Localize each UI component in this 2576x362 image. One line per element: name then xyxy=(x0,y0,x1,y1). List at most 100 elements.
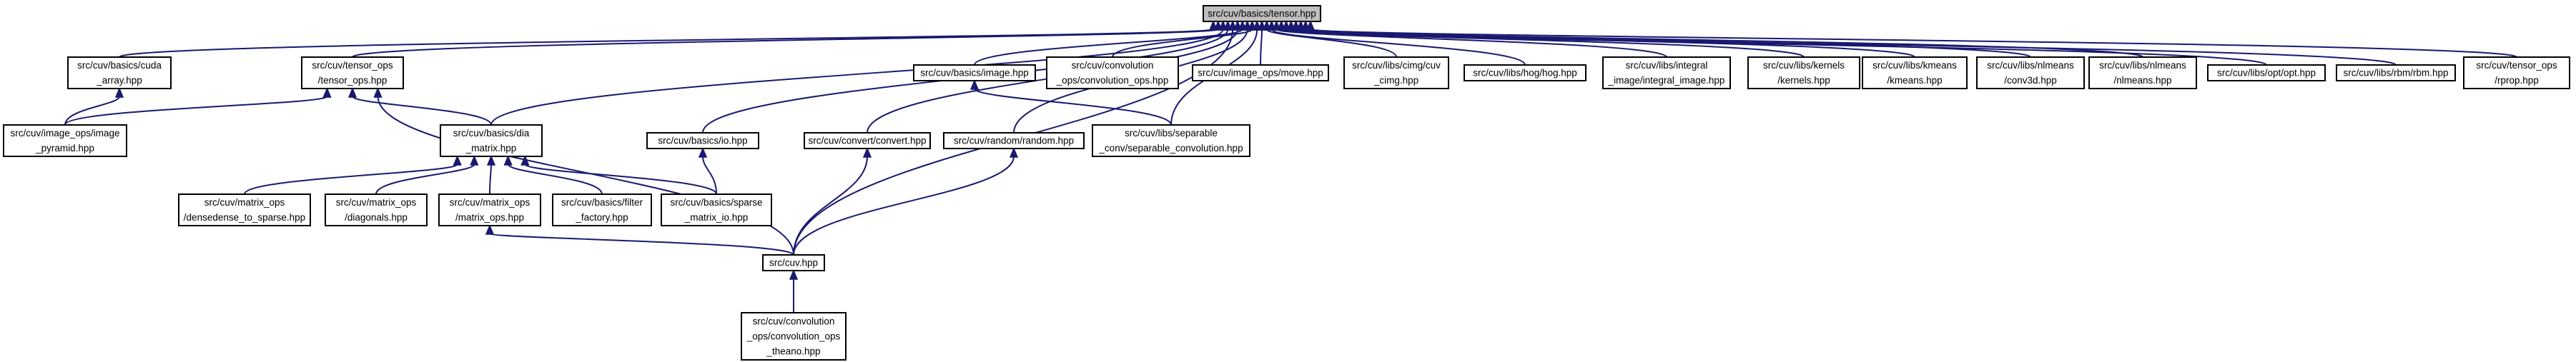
node-rprop[interactable]: src/cuv/tensor_ops/rprop.hpp xyxy=(2463,56,2570,89)
node-matrix-ops[interactable]: src/cuv/matrix_ops/matrix_ops.hpp xyxy=(438,193,541,226)
node-move[interactable]: src/cuv/image_ops/move.hpp xyxy=(1192,64,1329,81)
node-separable-convolution[interactable]: src/cuv/libs/separable _conv/separable_co… xyxy=(1092,124,1250,157)
edge-diagonals-to-dia_matrix xyxy=(375,155,479,195)
node-box xyxy=(646,132,759,149)
node-io[interactable]: src/cuv/basics/io.hpp xyxy=(646,132,759,149)
node-box xyxy=(1602,56,1731,89)
edge-convolution_ops_theano-to-cuv xyxy=(789,269,799,313)
node-label-line: src/cuv/libs/integral xyxy=(1626,60,1708,71)
node-nlmeans[interactable]: src/cuv/libs/nlmeans/nlmeans.hpp xyxy=(2088,56,2197,89)
node-diagonals[interactable]: src/cuv/matrix_ops/diagonals.hpp xyxy=(325,193,428,226)
node-label-line: src/cuv/convert/convert.hpp xyxy=(808,136,926,146)
node-box xyxy=(2463,56,2570,89)
node-label-line: /nlmeans.hpp xyxy=(2113,75,2171,86)
node-label-line: src/cuv/libs/kernels xyxy=(1763,60,1845,71)
node-box xyxy=(1862,56,1968,89)
node-label-line: src/cuv/libs/nlmeans xyxy=(2099,60,2186,71)
node-label-line: src/cuv/convolution xyxy=(753,316,835,327)
edge-image-to-tensor xyxy=(974,20,1247,66)
node-label-line: src/cuv/libs/separable xyxy=(1125,128,1218,139)
node-tensor[interactable]: src/cuv/basics/tensor.hpp xyxy=(1203,5,1321,22)
node-label-line: src/cuv/matrix_ops xyxy=(204,197,285,208)
node-box xyxy=(1976,56,2085,89)
node-label-line: src/cuv/random/random.hpp xyxy=(954,136,1074,146)
node-label-line: src/cuv/basics/tensor.hpp xyxy=(1208,9,1316,19)
node-label-line: _image/integral_image.hpp xyxy=(1608,75,1725,86)
node-label-line: _ops/convolution_ops.hpp xyxy=(1056,75,1169,86)
node-image-pyramid[interactable]: src/cuv/image_ops/image _pyramid.hpp xyxy=(3,124,127,157)
edge-matrix_ops-to-dia_matrix xyxy=(486,155,496,195)
node-densedense-to-sparse[interactable]: src/cuv/matrix_ops/densedense_to_sparse.… xyxy=(178,193,311,226)
edge-sparse_matrix_io-to-io xyxy=(698,147,717,195)
node-sparse-matrix-io[interactable]: src/cuv/basics/sparse _matrix_io.hpp xyxy=(661,193,772,226)
node-label-line: /kmeans.hpp xyxy=(1887,75,1942,86)
node-label-line: src/cuv/basics/image.hpp xyxy=(920,68,1029,79)
node-convolution-ops[interactable]: src/cuv/convolution _ops/convolution_ops.… xyxy=(1046,56,1179,89)
node-label-line: /conv3d.hpp xyxy=(2004,75,2057,86)
node-label-line: /rprop.hpp xyxy=(2494,75,2539,86)
node-random[interactable]: src/cuv/random/random.hpp xyxy=(943,132,1085,149)
node-label-line: _ops/convolution_ops xyxy=(746,331,841,342)
node-label-line: src/cuv/image_ops/image xyxy=(10,128,119,139)
node-kernels[interactable]: src/cuv/libs/kernels/kernels.hpp xyxy=(1747,56,1860,89)
node-label-line: /densedense_to_sparse.hpp xyxy=(184,212,305,223)
node-hog[interactable]: src/cuv/libs/hog/hog.hpp xyxy=(1464,64,1586,81)
node-label-line: /diagonals.hpp xyxy=(345,212,408,223)
node-box xyxy=(1747,56,1860,89)
node-box xyxy=(2336,64,2456,81)
edge-cuv-to-convert xyxy=(793,147,872,256)
node-label-line: src/cuv/basics/filter xyxy=(561,197,643,208)
node-rbm[interactable]: src/cuv/libs/rbm/rbm.hpp xyxy=(2336,64,2456,81)
node-convolution-ops-theano[interactable]: src/cuv/convolution _ops/convolution_ops _… xyxy=(741,312,847,361)
node-label-line: _theano.hpp xyxy=(766,346,820,357)
node-box xyxy=(325,193,428,226)
node-label-line: src/cuv/basics/sparse xyxy=(670,197,762,208)
node-label-line: _array.hpp xyxy=(96,75,142,86)
node-label-line: src/cuv/libs/nlmeans xyxy=(1987,60,2074,71)
edge-nlmeans-to-tensor xyxy=(1291,20,2143,58)
node-cuv[interactable]: src/cuv.hpp xyxy=(762,254,825,271)
edge-rprop-to-tensor xyxy=(1306,20,2517,58)
edge-cuv-to-random xyxy=(793,147,1019,256)
node-opt[interactable]: src/cuv/libs/opt/opt.hpp xyxy=(2207,64,2326,81)
node-box xyxy=(2207,64,2326,81)
node-box xyxy=(438,193,541,226)
nodes-layer: src/cuv/basics/tensor.hpp src/cuv/basics/… xyxy=(3,5,2570,361)
node-box xyxy=(440,124,543,157)
edge-image_pyramid-to-cuda_array xyxy=(64,87,124,126)
node-label-line: _conv/separable_convolution.hpp xyxy=(1098,143,1243,154)
node-label-line: src/cuv.hpp xyxy=(769,258,818,268)
node-label-line: src/cuv/libs/hog/hog.hpp xyxy=(1473,68,1577,79)
node-conv3d[interactable]: src/cuv/libs/nlmeans/conv3d.hpp xyxy=(1976,56,2085,89)
edge-cuda_array-to-tensor xyxy=(119,20,1218,58)
node-cimg[interactable]: src/cuv/libs/cimg/cuv_cimg.hpp xyxy=(1343,56,1449,89)
node-box xyxy=(1192,64,1329,81)
node-dia-matrix[interactable]: src/cuv/basics/dia_matrix.hpp xyxy=(440,124,543,157)
edge-densedense_to_sparse-to-dia_matrix xyxy=(244,155,462,195)
node-label-line: src/cuv/libs/rbm/rbm.hpp xyxy=(2343,68,2448,79)
node-box xyxy=(1203,5,1321,22)
node-filter-factory[interactable]: src/cuv/basics/filter_factory.hpp xyxy=(552,193,652,226)
node-box xyxy=(741,312,847,361)
node-box xyxy=(762,254,825,271)
node-kmeans[interactable]: src/cuv/libs/kmeans/kmeans.hpp xyxy=(1862,56,1968,89)
node-convert[interactable]: src/cuv/convert/convert.hpp xyxy=(804,132,931,149)
node-box xyxy=(804,132,931,149)
node-label-line: src/cuv/basics/dia xyxy=(453,128,530,139)
edge-convolution_ops-to-tensor xyxy=(1112,20,1257,58)
node-label-line: src/cuv/libs/opt/opt.hpp xyxy=(2217,68,2316,79)
node-label-line: _matrix_io.hpp xyxy=(684,212,749,223)
edge-separable_convolution-to-image xyxy=(969,79,1172,126)
node-label-line: src/cuv/matrix_ops xyxy=(336,197,417,208)
node-label-line: src/cuv/image_ops/move.hpp xyxy=(1198,68,1323,79)
edge-filter_factory-to-dia_matrix xyxy=(503,155,603,195)
node-label-line: src/cuv/convolution xyxy=(1072,60,1154,71)
node-label-line: _pyramid.hpp xyxy=(35,143,94,154)
node-image[interactable]: src/cuv/basics/image.hpp xyxy=(913,64,1036,81)
edge-sparse_matrix_io-to-dia_matrix xyxy=(520,155,717,195)
node-integral-image[interactable]: src/cuv/libs/integral _image/integral_ima… xyxy=(1602,56,1731,89)
node-tensor-ops[interactable]: src/cuv/tensor_ops/tensor_ops.hpp xyxy=(301,56,404,89)
node-cuda-array[interactable]: src/cuv/basics/cuda_array.hpp xyxy=(67,56,172,89)
node-box xyxy=(178,193,311,226)
